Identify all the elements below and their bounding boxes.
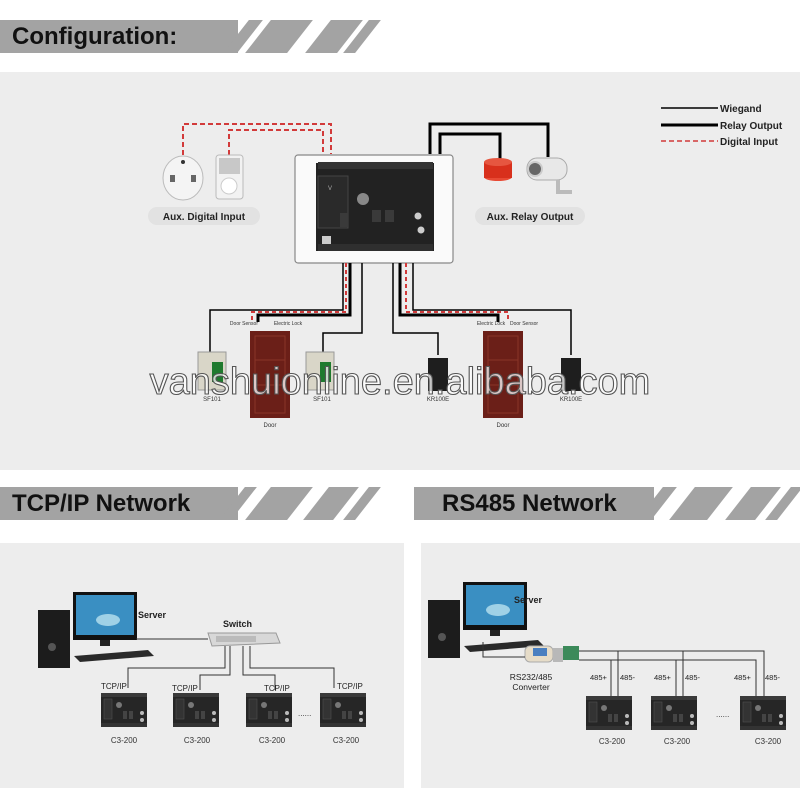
card-reader-icon: [428, 358, 448, 391]
controller-board-icon: V: [316, 162, 434, 251]
electric-lock-label-right: Electric Lock: [477, 321, 506, 327]
fingerprint-reader-icon: [197, 351, 227, 391]
configuration-banner: Configuration:: [0, 20, 400, 53]
smoke-detector-icon: [162, 155, 204, 201]
configuration-title: Configuration:: [12, 23, 178, 50]
rs485-controller-label-2: C3-200: [664, 737, 691, 746]
c3-200-board-icon: [585, 695, 633, 731]
door-sensor-label-left: Door Sensor: [230, 321, 258, 327]
reader-label-2: SF101: [313, 397, 331, 403]
rs485-minus-label-3: 485-: [765, 673, 781, 682]
electric-lock-label-left: Electric Lock: [274, 321, 303, 327]
tcpip-link-label-4: TCP/IP: [337, 682, 363, 691]
rs232-485-converter-icon: [524, 645, 579, 663]
rs485-controller-label-1: C3-200: [599, 737, 626, 746]
relay-output-wires: [428, 122, 550, 160]
legend-wiegand-label: Wiegand: [720, 104, 762, 115]
motion-sensor-icon: [215, 154, 244, 200]
converter-label-line1: RS232/485: [510, 672, 553, 682]
reader-label-4: KR100E: [560, 397, 582, 403]
tcpip-banner: TCP/IP Network: [0, 487, 400, 520]
card-reader-icon: [561, 358, 581, 391]
rs485-title: RS485 Network: [442, 490, 617, 517]
network-switch-icon: [207, 632, 281, 647]
aux-input-label-bg: [148, 207, 260, 225]
rs485-minus-label-1: 485-: [620, 673, 636, 682]
aux-digital-input-label: Aux. Digital Input: [163, 212, 246, 223]
door-icon-left: [250, 331, 290, 418]
tcpip-server-icon: [38, 592, 154, 668]
tcpip-controller-label-4: C3-200: [333, 736, 360, 745]
switch-label: Switch: [223, 619, 252, 629]
c3-200-board-icon: [245, 692, 293, 728]
tcpip-link-label-2: TCP/IP: [172, 684, 198, 693]
svg-text:V: V: [328, 186, 332, 192]
tcpip-ellipsis: ......: [298, 709, 311, 718]
reader-label-1: SF101: [203, 397, 221, 403]
rs485-server-label: Server: [514, 595, 543, 605]
tcpip-link-label-3: TCP/IP: [264, 684, 290, 693]
cctv-camera-icon: [526, 157, 572, 194]
digital-input-wires: [182, 123, 332, 155]
c3-200-board-icon: [319, 692, 367, 728]
c3-200-board-icon: [650, 695, 698, 731]
alarm-siren-icon: [484, 158, 512, 181]
rs485-plus-label-3: 485+: [734, 673, 752, 682]
tcpip-controller-label-2: C3-200: [184, 736, 211, 745]
right-door-wires: [392, 263, 572, 355]
tcpip-wires: [127, 638, 335, 690]
banner-bar: [414, 487, 654, 520]
c3-200-board-icon: [739, 695, 787, 731]
reader-label-3: KR100E: [427, 397, 449, 403]
rs485-minus-label-2: 485-: [685, 673, 701, 682]
door-label-right: Door: [496, 423, 509, 429]
rs485-plus-label-1: 485+: [590, 673, 608, 682]
rs485-wires: [482, 642, 765, 698]
banner-bar: [0, 487, 238, 520]
tcpip-controller-label-1: C3-200: [111, 736, 138, 745]
door-icon-right: [483, 331, 523, 418]
aux-output-label-bg: [475, 207, 585, 225]
rs485-controller-label-3: C3-200: [755, 737, 782, 746]
legend-digital-label: Digital Input: [720, 137, 778, 148]
tcpip-link-label-1: TCP/IP: [101, 682, 127, 691]
legend-relay-label: Relay Output: [720, 121, 783, 132]
rs485-ellipsis: ......: [716, 710, 729, 719]
tcpip-title: TCP/IP Network: [12, 490, 191, 517]
tcpip-controller-label-3: C3-200: [259, 736, 286, 745]
c3-200-board-icon: [100, 692, 148, 728]
converter-label-line2: Converter: [512, 682, 549, 692]
tcpip-server-label: Server: [138, 610, 167, 620]
watermark: vanshuionline.en.alibaba.com: [150, 361, 651, 403]
left-door-wires: [209, 263, 363, 355]
c3-200-board-icon: [172, 692, 220, 728]
banner-bar: [0, 20, 238, 53]
door-sensor-label-right: Door Sensor: [510, 321, 538, 327]
fingerprint-reader-icon: [305, 351, 335, 391]
door-label-left: Door: [263, 423, 276, 429]
rs485-banner: RS485 Network: [414, 487, 800, 520]
rs485-plus-label-2: 485+: [654, 673, 672, 682]
aux-relay-output-label: Aux. Relay Output: [487, 212, 574, 223]
legend: Wiegand Relay Output Digital Input: [661, 104, 783, 148]
rs485-server-icon: [428, 582, 544, 658]
